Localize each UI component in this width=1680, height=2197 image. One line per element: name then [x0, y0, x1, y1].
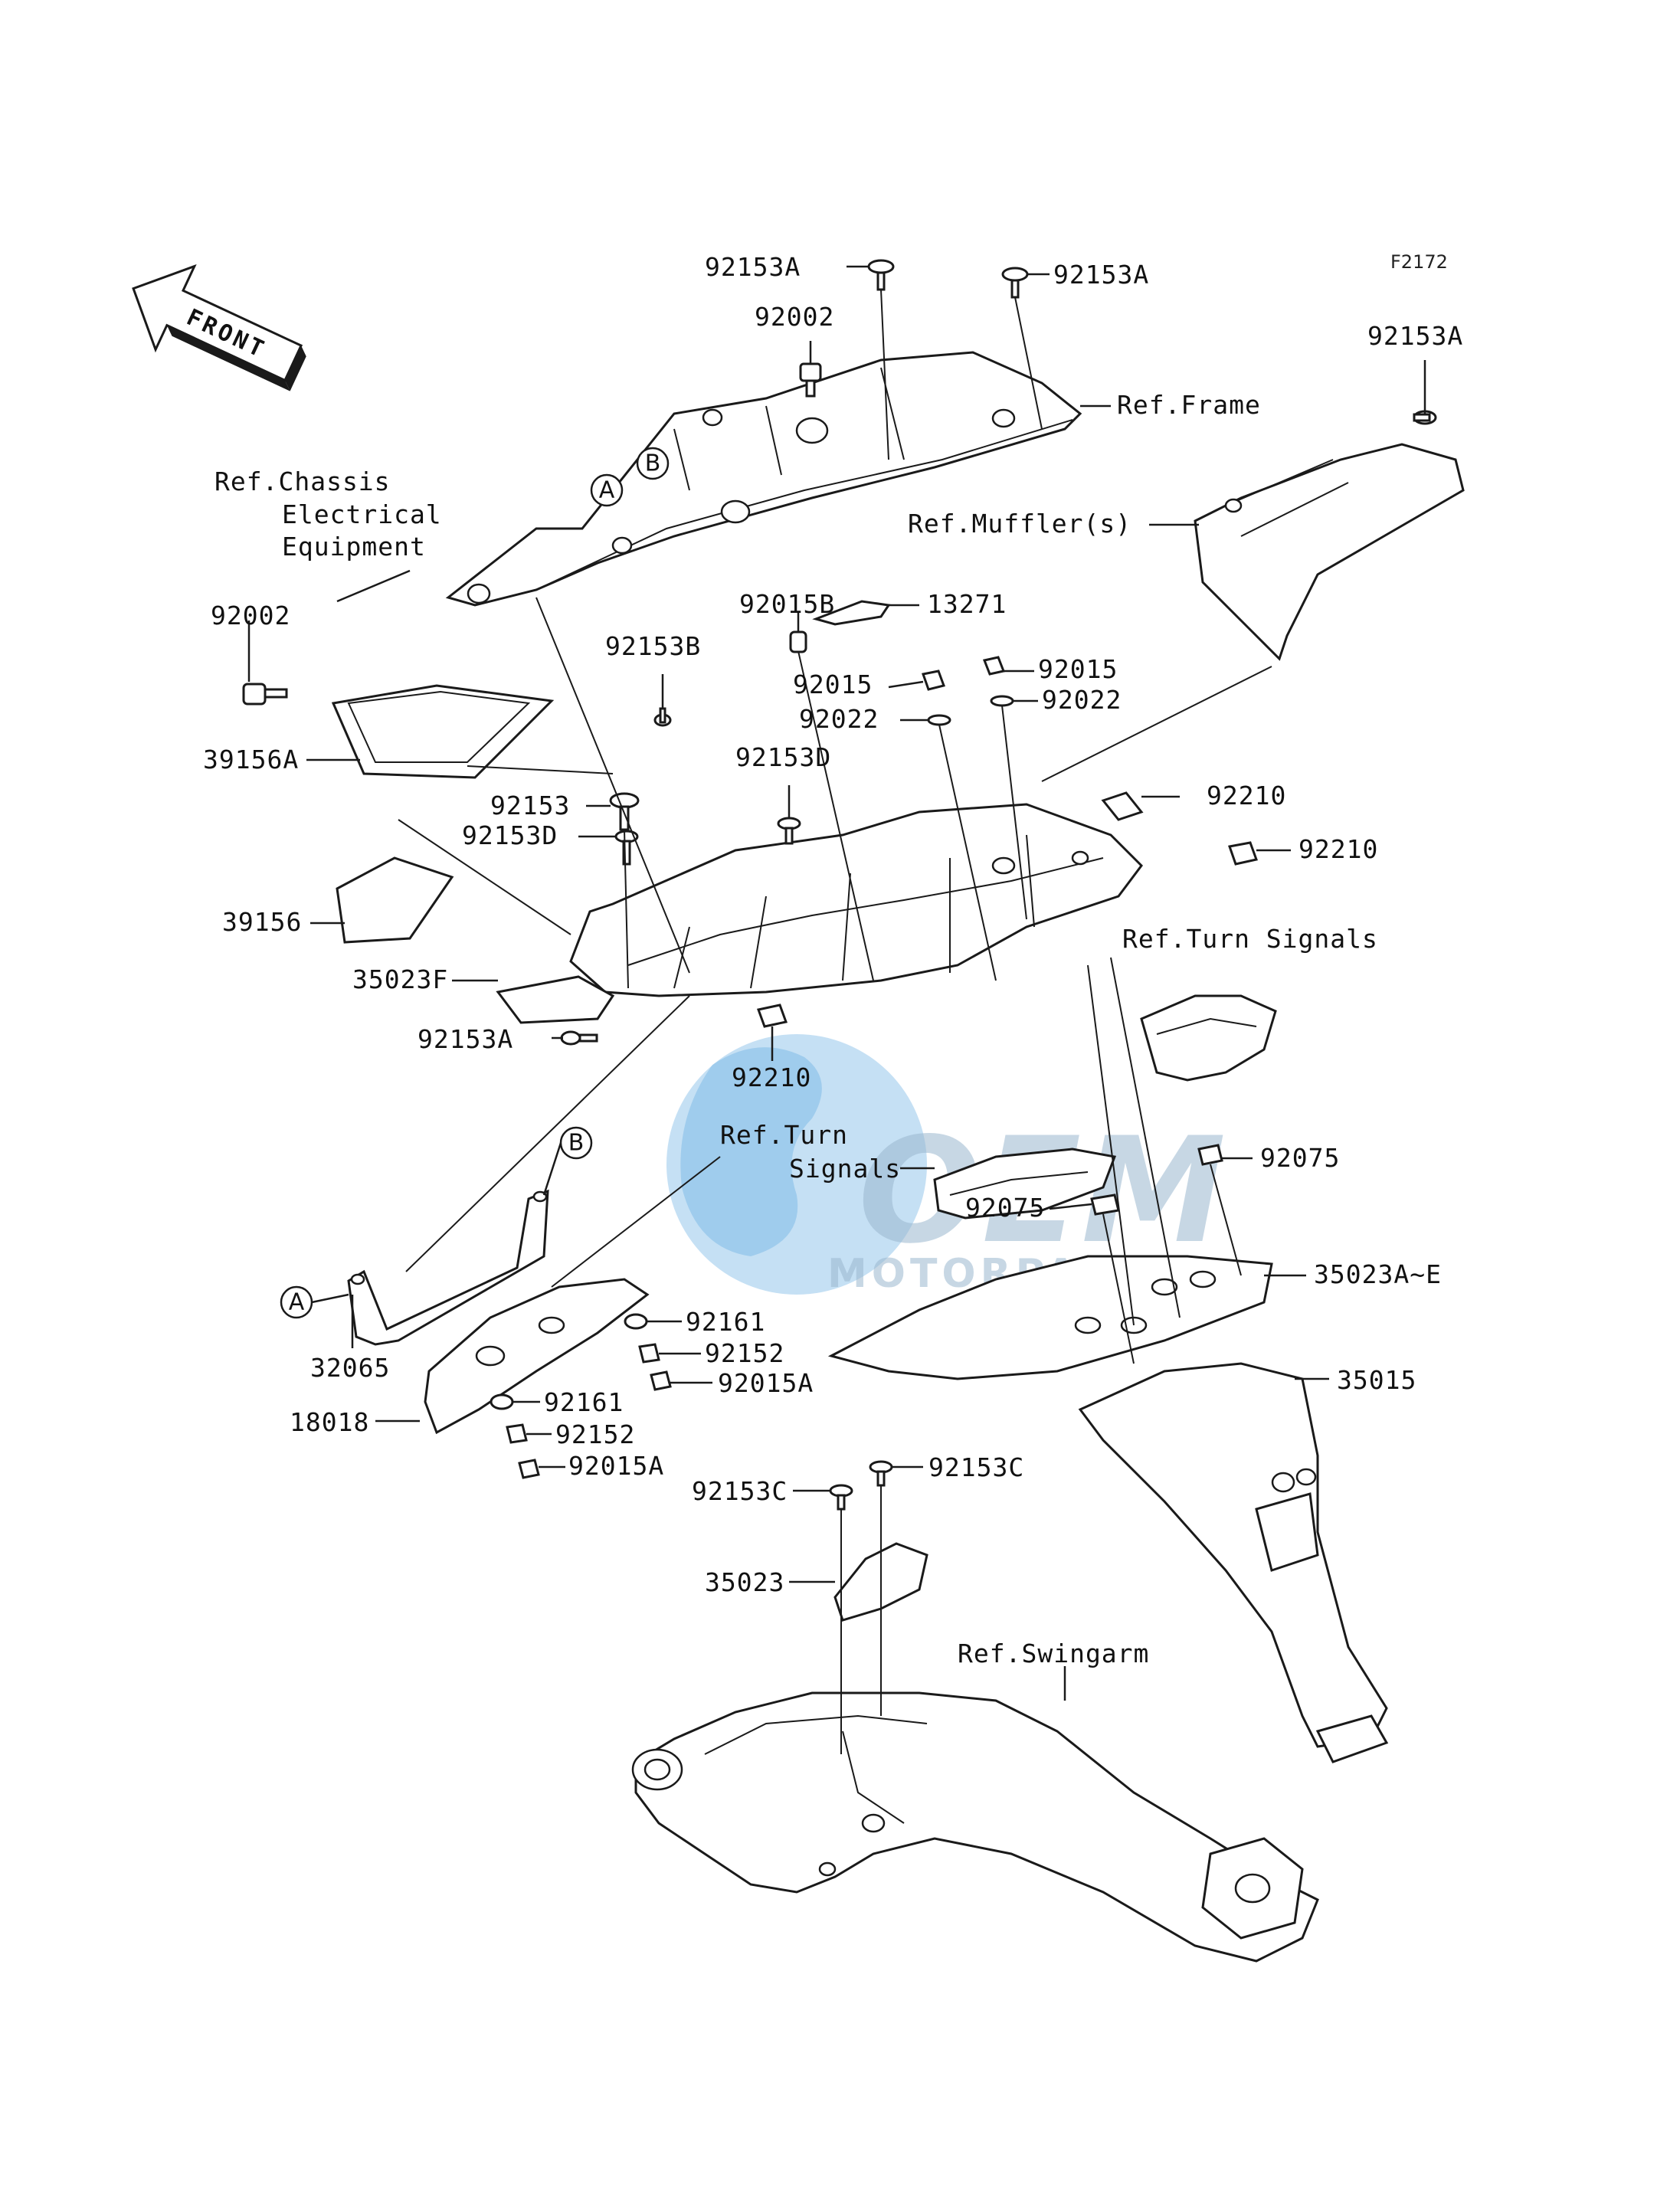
- label-ref-chassis-2: Electrical: [282, 499, 442, 529]
- label-92022-left: 92022: [799, 704, 879, 734]
- callout-b-mid: B: [559, 1126, 593, 1160]
- label-92153D-mid: 92153D: [735, 742, 831, 772]
- label-92022-right: 92022: [1042, 685, 1122, 715]
- turn-signal-right: [1140, 994, 1277, 1082]
- label-ref-frame: Ref.Frame: [1117, 390, 1261, 420]
- grommet-92075-mid: [1090, 1193, 1120, 1216]
- screw-92153A-top-right: [1413, 410, 1437, 425]
- label-ref-turn-signals-mid-1: Ref.Turn: [720, 1120, 848, 1150]
- nut-92015A-bottom: [518, 1459, 540, 1479]
- nut-92015-right: [982, 656, 1006, 676]
- label-ref-turn-signals-mid-2: Signals: [789, 1154, 901, 1184]
- grommet-92161-top: [624, 1313, 648, 1330]
- label-92015B: 92015B: [739, 589, 835, 619]
- label-92210-right: 92210: [1298, 834, 1378, 864]
- label-92153C-left: 92153C: [692, 1476, 788, 1506]
- washer-92022-left: [927, 714, 951, 726]
- labels: 92153A 92153A 92153A 92002 Ref.Frame Ref…: [203, 252, 1463, 1668]
- label-39156A: 39156A: [203, 745, 299, 774]
- panel-18018: [424, 1278, 650, 1435]
- rear-fender-35015: [1078, 1362, 1389, 1763]
- label-92210-bottom: 92210: [732, 1062, 811, 1092]
- screw-92153D-mid: [777, 817, 801, 845]
- clip-92152-bottom: [506, 1423, 528, 1444]
- callout-b-top: B: [636, 447, 670, 480]
- label-92153B: 92153B: [605, 631, 701, 661]
- label-ref-turn-signals-right: Ref.Turn Signals: [1122, 924, 1378, 954]
- label-92161-bottom: 92161: [544, 1387, 624, 1417]
- bracket-32065: [347, 1189, 549, 1346]
- label-92152-top: 92152: [705, 1338, 784, 1368]
- label-92015A-bottom: 92015A: [568, 1451, 664, 1481]
- screw-92153C-left: [829, 1484, 853, 1511]
- svg-text:A: A: [599, 477, 615, 504]
- callout-a-top: A: [590, 473, 624, 507]
- svg-text:A: A: [289, 1289, 305, 1316]
- screw-92153A-top-left: [867, 259, 895, 291]
- svg-text:B: B: [645, 450, 661, 477]
- front-arrow: FRONT: [132, 264, 306, 391]
- nut-92210-right: [1228, 841, 1258, 866]
- grommet-92075-right: [1197, 1144, 1223, 1166]
- leader-lines: [247, 265, 1426, 1754]
- label-92152-bottom: 92152: [555, 1419, 635, 1449]
- grommet-92161-bottom: [490, 1393, 514, 1410]
- nut-92210-top: [1101, 791, 1144, 821]
- label-32065: 32065: [310, 1353, 390, 1383]
- swingarm: [631, 1691, 1319, 1963]
- nut-92015-left: [922, 670, 945, 691]
- label-18018: 18018: [290, 1407, 369, 1437]
- label-92075-right: 92075: [1260, 1143, 1340, 1173]
- label-92153A-top-right: 92153A: [1367, 321, 1463, 351]
- washer-92022-right: [990, 695, 1014, 707]
- rear-frame: [445, 351, 1082, 607]
- label-35023F: 35023F: [352, 964, 448, 994]
- svg-text:B: B: [568, 1130, 585, 1157]
- screw-92153A-mid: [560, 1030, 598, 1046]
- pad-39156A: [331, 684, 555, 779]
- nut-92015A-top: [650, 1370, 672, 1391]
- label-ref-muffler: Ref.Muffler(s): [908, 509, 1131, 539]
- collar-92015B: [789, 630, 807, 653]
- clip-92152-top: [638, 1343, 660, 1364]
- screw-92153C-right: [869, 1460, 893, 1487]
- label-92015-left: 92015: [793, 670, 873, 699]
- label-92210-top: 92210: [1207, 781, 1286, 810]
- pad-39156: [336, 856, 454, 944]
- label-92075-mid: 92075: [965, 1193, 1045, 1223]
- label-35015: 35015: [1337, 1365, 1416, 1395]
- screw-92153A-top-mid: [1001, 267, 1029, 299]
- under-tray: [827, 1255, 1273, 1380]
- label-92153D-left: 92153D: [462, 820, 558, 850]
- label-92153C-right: 92153C: [928, 1452, 1024, 1482]
- figure-code: F2172: [1390, 251, 1448, 273]
- clip-13271: [812, 600, 891, 626]
- label-92015A-top: 92015A: [718, 1368, 814, 1398]
- label-ref-chassis-3: Equipment: [282, 532, 426, 562]
- label-92153: 92153: [490, 791, 570, 820]
- muffler: [1194, 443, 1465, 661]
- label-35023A-E: 35023A~E: [1314, 1259, 1442, 1289]
- label-92002-left: 92002: [211, 601, 290, 630]
- turn-signal-mid: [933, 1148, 1117, 1220]
- label-39156: 39156: [222, 907, 302, 937]
- label-92153A-top-left: 92153A: [705, 252, 801, 282]
- callout-a-bottom: A: [280, 1285, 313, 1319]
- nut-92210-bottom: [757, 1004, 788, 1028]
- bolt-92002-left: [242, 683, 288, 706]
- label-13271: 13271: [927, 589, 1007, 619]
- oem-watermark: OEM MOTORPARTS: [666, 1034, 1226, 1297]
- screw-92153B: [653, 707, 672, 727]
- label-ref-chassis-1: Ref.Chassis: [215, 467, 391, 496]
- label-92153A-top-mid: 92153A: [1053, 260, 1149, 290]
- label-35023: 35023: [705, 1567, 784, 1597]
- label-ref-swingarm: Ref.Swingarm: [958, 1639, 1149, 1668]
- label-92153A-mid: 92153A: [418, 1024, 513, 1054]
- label-92015-right: 92015: [1038, 654, 1118, 684]
- rear-fender-inner: [496, 803, 1143, 1024]
- label-92002-top: 92002: [755, 302, 834, 332]
- label-92161-top: 92161: [686, 1307, 765, 1337]
